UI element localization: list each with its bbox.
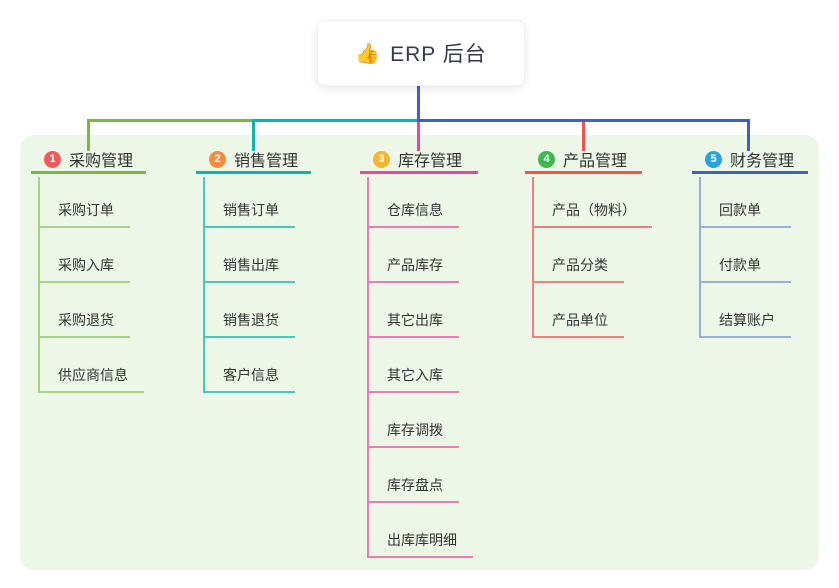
child-node[interactable]: 销售退货 — [205, 283, 295, 338]
connector-line — [582, 122, 585, 151]
branches-panel — [20, 135, 819, 570]
branch-number-badge: 4 — [538, 150, 555, 168]
child-node[interactable]: 仓库信息 — [369, 177, 459, 228]
branch-node-title[interactable]: 4 产品管理 — [525, 149, 642, 174]
branch-title-label: 销售管理 — [234, 153, 299, 170]
connector-line — [252, 122, 255, 151]
branch-number-badge: 2 — [209, 150, 226, 168]
branch-node-title[interactable]: 5 财务管理 — [692, 149, 808, 174]
thumbs-up-icon: 👍 — [355, 42, 382, 65]
branch-number-badge: 1 — [44, 150, 61, 168]
branch-title-label: 库存管理 — [398, 153, 463, 170]
connector-line — [417, 119, 750, 122]
connector-line — [87, 119, 252, 122]
child-node[interactable]: 库存盘点 — [369, 448, 459, 503]
branch-children: 回款单付款单结算账户 — [699, 177, 791, 338]
root-node[interactable]: 👍 ERP 后台 — [317, 20, 525, 86]
connector-line — [252, 119, 417, 122]
branch-number-badge: 3 — [373, 150, 390, 168]
connector-line — [747, 122, 750, 151]
branch-number-badge: 5 — [705, 150, 722, 168]
child-node[interactable]: 出库库明细 — [369, 503, 473, 558]
child-node[interactable]: 采购入库 — [40, 228, 130, 283]
child-node[interactable]: 客户信息 — [205, 338, 295, 393]
branch-title-label: 财务管理 — [730, 153, 795, 170]
child-node[interactable]: 产品（物料） — [534, 177, 652, 228]
child-node[interactable]: 采购退货 — [40, 283, 130, 338]
root-title: ERP 后台 — [390, 43, 487, 66]
child-node[interactable]: 回款单 — [701, 177, 791, 228]
branch-children: 销售订单销售出库销售退货客户信息 — [203, 177, 295, 393]
child-node[interactable]: 供应商信息 — [40, 338, 144, 393]
root-connector-line — [417, 84, 420, 119]
branch-title-label: 采购管理 — [69, 153, 134, 170]
branch-node-title[interactable]: 1 采购管理 — [31, 149, 146, 174]
child-node[interactable]: 结算账户 — [701, 283, 791, 338]
child-node[interactable]: 销售出库 — [205, 228, 295, 283]
child-node[interactable]: 产品库存 — [369, 228, 459, 283]
child-node[interactable]: 产品分类 — [534, 228, 624, 283]
branch-node-title[interactable]: 3 库存管理 — [360, 149, 478, 174]
branch-node-title[interactable]: 2 销售管理 — [196, 149, 311, 174]
child-node[interactable]: 付款单 — [701, 228, 791, 283]
branch-children: 产品（物料）产品分类产品单位 — [532, 177, 652, 338]
child-node[interactable]: 其它入库 — [369, 338, 459, 393]
child-node[interactable]: 产品单位 — [534, 283, 624, 338]
child-node[interactable]: 销售订单 — [205, 177, 295, 228]
branch-title-label: 产品管理 — [563, 153, 628, 170]
branch-children: 仓库信息产品库存其它出库其它入库库存调拨库存盘点出库库明细 — [367, 177, 473, 558]
connector-line — [87, 122, 90, 151]
connector-line — [417, 122, 420, 151]
child-node[interactable]: 库存调拨 — [369, 393, 459, 448]
child-node[interactable]: 采购订单 — [40, 177, 130, 228]
branch-children: 采购订单采购入库采购退货供应商信息 — [38, 177, 144, 393]
child-node[interactable]: 其它出库 — [369, 283, 459, 338]
